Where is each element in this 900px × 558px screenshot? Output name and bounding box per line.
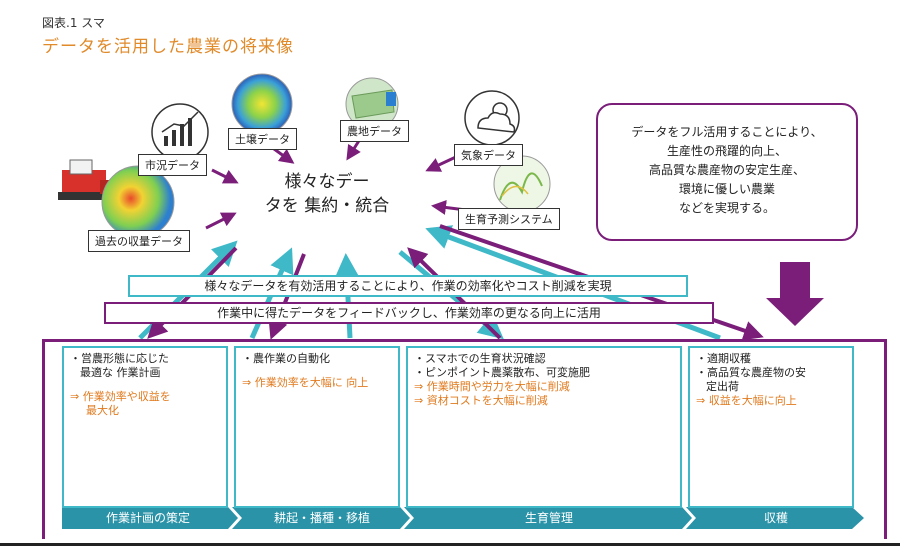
market-data-label: 市況データ — [138, 154, 207, 176]
market-chart-icon — [151, 103, 209, 161]
stage-item: 定出荷 — [706, 380, 739, 393]
vision-callout: データをフル活用することにより、 生産性の飛躍的向上、 高品質な農産物の安定生産… — [596, 103, 858, 241]
stage-label-growth: 生育管理 — [524, 511, 573, 525]
stages-panel — [42, 339, 887, 539]
growth-forecast-label: 生育予測システム — [458, 208, 560, 230]
stage-item: ・営農形態に応じた — [70, 352, 169, 365]
stage-effect: ⇒ 資材コストを大幅に削減 — [414, 394, 548, 407]
feedback-banner: 作業中に得たデータをフィードバックし、作業効率の更なる向上に活用 — [104, 302, 714, 324]
stage-effect: 最大化 — [86, 404, 119, 417]
bottom-rule — [0, 543, 900, 546]
callout-line: などを実現する。 — [678, 201, 775, 215]
soil-data-label: 土壌データ — [228, 128, 297, 150]
weather-data-label: 気象データ — [454, 144, 523, 166]
stage-item: ・ピンポイント農薬散布、可変施肥 — [414, 366, 590, 379]
hub-line-2: タを 集約・統合 — [264, 196, 390, 216]
efficiency-banner: 様々なデータを有効活用することにより、作業の効率化やコスト削減を実現 — [128, 275, 688, 297]
stage-effect: ⇒ 作業時間や労力を大幅に削減 — [414, 380, 570, 393]
callout-line: 高品質な農産物の安定生産、 — [648, 163, 805, 177]
callout-line: データをフル活用することにより、 — [631, 125, 823, 139]
stage-item: ・適期収穫 — [696, 352, 751, 365]
stage-harvest: ・適期収穫 ・高品質な農産物の安 定出荷 ⇒ 収益を大幅に向上 — [688, 346, 854, 508]
stage-item: ・スマホでの生育状況確認 — [414, 352, 546, 365]
weather-icon — [464, 90, 520, 146]
stage-label-planning: 作業計画の策定 — [105, 511, 190, 525]
stage-item: ・高品質な農産物の安 — [696, 366, 806, 379]
soil-heatmap-icon — [231, 73, 293, 135]
past-yield-heatmap-icon — [101, 165, 175, 239]
stage-effect: ⇒ 収益を大幅に向上 — [696, 394, 797, 407]
past-yield-label: 過去の収量データ — [88, 230, 190, 252]
stage-planning: ・営農形態に応じた 最適な 作業計画 ⇒ 作業効率や収益を 最大化 — [62, 346, 228, 508]
figure-label: 図表.1 スマ — [42, 16, 105, 30]
stage-effect: ⇒ 作業効率を大幅に 向上 — [242, 376, 369, 389]
stage-chevrons — [62, 507, 864, 529]
hub-line-1: 様々なデー — [284, 172, 370, 192]
stage-tillage: ・農作業の自動化 ⇒ 作業効率を大幅に 向上 — [234, 346, 400, 508]
stage-item: 最適な 作業計画 — [80, 366, 161, 379]
callout-line: 生産性の飛躍的向上、 — [666, 144, 787, 158]
farmland-data-label: 農地データ — [340, 120, 409, 142]
callout-line: 環境に優しい農業 — [678, 182, 775, 196]
stage-growth-management: ・スマホでの生育状況確認 ・ピンポイント農薬散布、可変施肥 ⇒ 作業時間や労力を… — [406, 346, 682, 508]
stage-item: ・農作業の自動化 — [242, 352, 330, 365]
figure-title: データを活用した農業の将来像 — [42, 37, 294, 57]
stage-label-tillage: 耕起・播種・移植 — [273, 511, 370, 525]
stage-effect: ⇒ 作業効率や収益を — [70, 390, 171, 403]
down-arrow — [766, 262, 824, 326]
stage-label-harvest: 収穫 — [763, 511, 788, 525]
hub-text: 様々なデー タを 集約・統合 — [232, 170, 422, 218]
